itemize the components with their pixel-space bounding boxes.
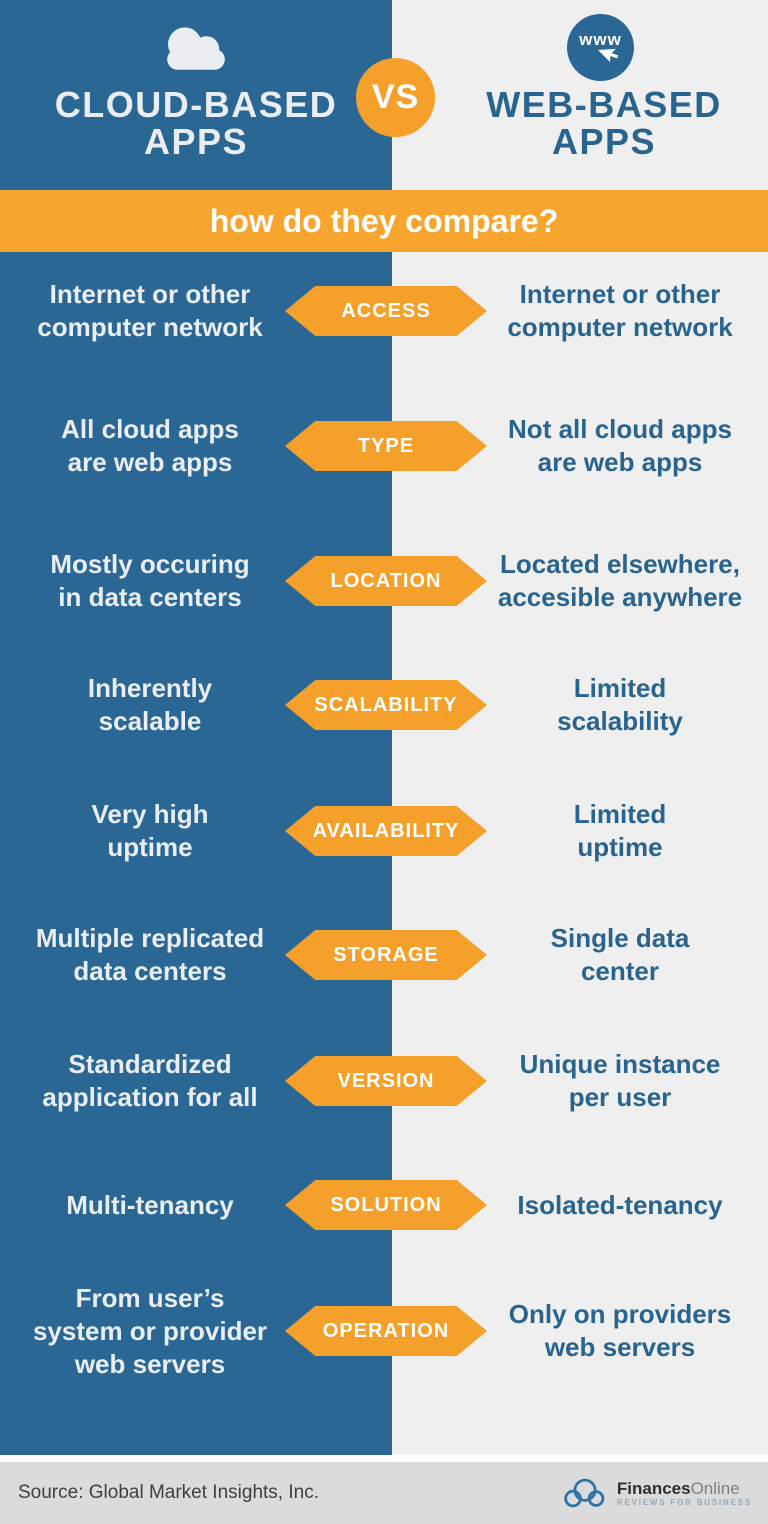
cloud-value: Multi-tenancy [66,1189,234,1220]
web-value: Limited uptime [573,799,667,862]
web-apps-title: WEB-BASED APPS [486,84,722,162]
web-value: Located elsewhere, accesible anywhere [497,549,743,612]
web-value: Not all cloud apps are web apps [508,414,732,477]
footer: Source: Global Market Insights, Inc. Fin… [0,1462,768,1524]
row-storage: Multiple replicated data centers STORAGE… [0,889,768,1021]
cursor-arrow-icon [598,48,619,63]
cloud-value: Multiple replicated data centers [35,923,265,986]
cloud-value: Mostly occuring in data centers [50,549,250,612]
web-value: Limited scalability [557,673,683,736]
vs-badge: VS [356,58,435,137]
web-value: Single data center [550,923,690,986]
web-value: Unique instance per user [519,1049,721,1112]
vs-label: VS [371,78,420,116]
row-availability: Very high uptime AVAILABILITY Limited up… [0,765,768,897]
cloud-value: Very high uptime [91,799,209,862]
row-version: Standardized application for all VERSION… [0,1015,768,1147]
row-solution: Multi-tenancy SOLUTION Isolated-tenancy [0,1139,768,1271]
brand-tagline: REVIEWS FOR BUSINESS [616,1498,752,1508]
row-type: All cloud apps are web apps TYPE Not all… [0,380,768,512]
cloud-apps-title: CLOUD-BASED APPS [54,84,338,162]
brand-name: FinancesOnline [617,1479,752,1499]
cloud-value: All cloud apps are web apps [61,414,239,477]
web-value: Isolated-tenancy [517,1189,723,1220]
cloud-value: Internet or other computer network [37,279,263,342]
brand-cloud-icon [564,1478,605,1508]
cloud-icon [167,27,225,70]
category-badge: AVAILABILITY [285,806,487,856]
cloud-value: From user’s system or provider web serve… [32,1282,268,1379]
category-badge: ACCESS [285,286,487,336]
www-globe-icon: www [567,14,634,81]
banner-text: how do they compare? [209,202,559,239]
category-badge: SOLUTION [285,1180,487,1230]
category-badge: LOCATION [285,556,487,606]
brand-name-bold: Finances [616,1478,691,1498]
www-label: www [579,30,622,49]
row-access: Internet or other computer network ACCES… [0,245,768,377]
category-badge: STORAGE [285,930,487,980]
financesonline-logo: FinancesOnline REVIEWS FOR BUSINESS [562,1462,752,1524]
category-badge: OPERATION [285,1306,487,1356]
brand-text: FinancesOnline REVIEWS FOR BUSINESS [617,1479,752,1508]
banner: how do they compare? [0,190,768,252]
cloud-value: Standardized application for all [42,1049,258,1112]
cloud-value: Inherently scalable [87,673,213,736]
brand-name-light: Online [690,1478,740,1498]
web-value: Internet or other computer network [507,279,733,342]
category-badge: SCALABILITY [285,680,487,730]
row-scalability: Inherently scalable SCALABILITY Limited … [0,639,768,771]
row-location: Mostly occuring in data centers LOCATION… [0,515,768,647]
web-value: Only on providers web servers [508,1299,732,1362]
row-operation: From user’s system or provider web serve… [0,1265,768,1397]
source-text: Source: Global Market Insights, Inc. [18,1482,319,1503]
category-badge: TYPE [285,421,487,471]
category-badge: VERSION [285,1056,487,1106]
